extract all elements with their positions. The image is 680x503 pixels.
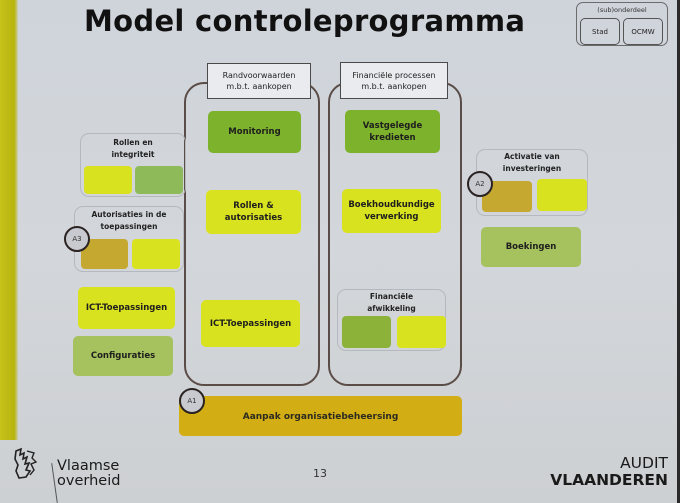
- legend-item-ocmw: OCMW: [623, 18, 663, 45]
- logo-line-1: Vlaamse: [57, 458, 120, 474]
- audit-vlaanderen-logo: AUDIT VLAANDEREN: [550, 455, 668, 489]
- badge-a3: A3: [64, 226, 90, 252]
- group-autorisaties-toepassingen: Autorisaties in de toepassingen: [74, 206, 184, 272]
- box-ict-toepassingen-column[interactable]: ICT-Toepassingen: [201, 300, 300, 347]
- entity-legend: (sub)onderdeel Stad OCMW: [576, 2, 668, 46]
- page-number: 13: [313, 467, 327, 480]
- swatch-ocmw: [397, 316, 446, 348]
- group-title: Rollen en integriteit: [111, 138, 155, 159]
- group-rollen-integriteit: Rollen en integriteit: [80, 133, 186, 197]
- box-vastgelegde-kredieten[interactable]: Vastgelegde kredieten: [345, 110, 440, 153]
- slide-title: Model controleprogramma: [84, 4, 526, 38]
- box-configuraties[interactable]: Configuraties: [73, 336, 173, 376]
- group-financiele-afwikkeling: Financiële afwikkeling: [337, 289, 446, 351]
- box-ict-toepassingen-left[interactable]: ICT-Toepassingen: [78, 287, 175, 329]
- box-boekingen[interactable]: Boekingen: [481, 227, 581, 267]
- badge-a2: A2: [467, 171, 493, 197]
- logo-line-2: overheid: [57, 473, 121, 489]
- brand-line-1: AUDIT: [620, 454, 668, 472]
- legend-title: (sub)onderdeel: [597, 6, 647, 14]
- box-monitoring[interactable]: Monitoring: [208, 111, 301, 153]
- group-title: Activatie van investeringen: [502, 152, 562, 173]
- swatch-ocmw: [537, 179, 587, 211]
- swatch-stad: [342, 316, 391, 348]
- screen-edge: [677, 0, 680, 503]
- column-header-randvoorwaarden: Randvoorwaarden m.b.t. aankopen: [207, 63, 311, 99]
- brand-line-2: VLAANDEREN: [550, 471, 668, 489]
- group-title: Financiële afwikkeling: [367, 292, 416, 313]
- bar-aanpak-organisatiebeheersing[interactable]: Aanpak organisatiebeheersing: [179, 396, 462, 436]
- swatch-ocmw: [135, 166, 183, 194]
- group-title: Autorisaties in de toepassingen: [91, 210, 167, 231]
- column-header-financiele-processen: Financiële processen m.b.t. aankopen: [340, 62, 448, 99]
- accent-bar: [0, 0, 18, 440]
- legend-item-stad: Stad: [580, 18, 620, 45]
- box-boekhoudkundige-verwerking[interactable]: Boekhoudkundige verwerking: [342, 189, 441, 233]
- swatch-stad: [84, 166, 132, 194]
- badge-a1: A1: [179, 388, 205, 414]
- box-rollen-autorisaties[interactable]: Rollen & autorisaties: [206, 190, 301, 234]
- logo-text: Vlaamse overheid: [57, 459, 120, 489]
- swatch-ocmw: [132, 239, 180, 269]
- group-activatie-investeringen: Activatie van investeringen: [476, 149, 588, 216]
- lion-icon: [14, 447, 38, 479]
